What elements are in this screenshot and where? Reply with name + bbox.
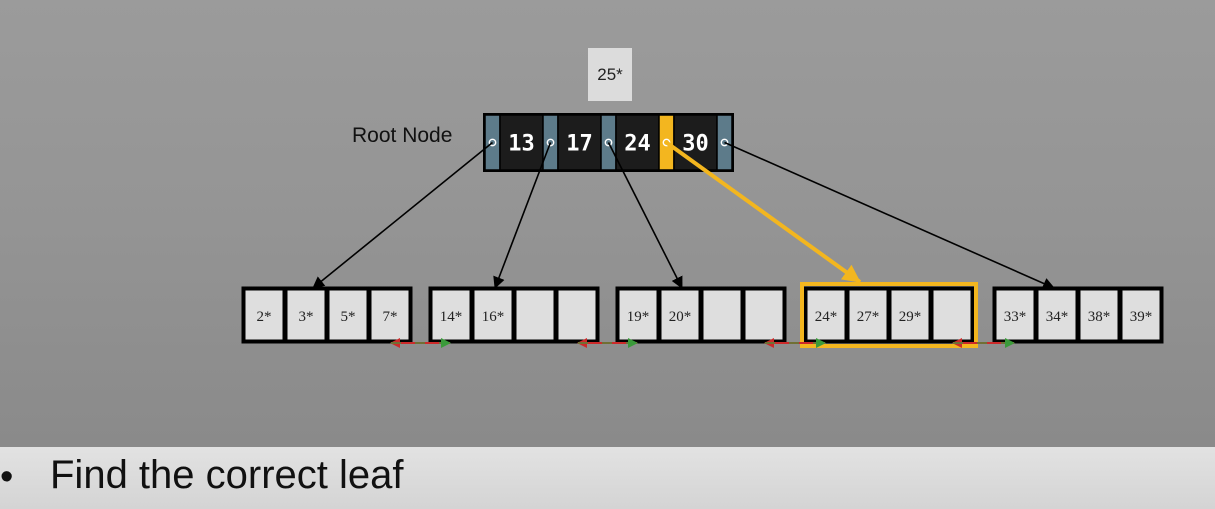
leaf-entry: 14* [440, 309, 463, 325]
leaf-entry-cell [1121, 289, 1161, 341]
pointer-dot-icon [546, 138, 555, 147]
leaf-entry-cell [557, 289, 597, 341]
root-key-cell [673, 114, 718, 171]
leaf-entry-cell [995, 289, 1035, 341]
caption-bar [0, 447, 1215, 509]
leaf-entry: 5* [341, 309, 356, 325]
pointer-dot-icon [720, 138, 729, 147]
leaf-entry: 7* [383, 309, 398, 325]
search-key-box: 25* [588, 48, 632, 101]
pointer-arrow [312, 141, 494, 289]
leaf-entry-cell [744, 289, 784, 341]
leaf-entry-cell [515, 289, 555, 341]
leaf-entry: 33* [1004, 309, 1027, 325]
pointer-dot-icon [604, 138, 613, 147]
leaf-entry: 2* [257, 309, 272, 325]
highlighted-pointer-arrow [665, 140, 862, 284]
leaf-entry-cell [890, 289, 930, 341]
leaf-entry: 19* [627, 309, 650, 325]
leaf-entry-cell [244, 289, 284, 341]
leaf-entry-cell [431, 289, 471, 341]
leaf-entry-cell [702, 289, 742, 341]
leaf-entry: 38* [1088, 309, 1111, 325]
pointer-arrow [607, 142, 683, 289]
pointer-dot-icon [488, 138, 497, 147]
leaf-entry-cell [806, 289, 846, 341]
leaf-entry: 39* [1130, 309, 1153, 325]
root-key-cell [615, 114, 660, 171]
bplus-tree-diagram: 13 17 24 30 2* 3* 5* 7* 14* 16* 19* 20* 24* 27* 29* 33*… [241, 113, 1164, 348]
bullet-icon: • [0, 456, 14, 498]
leaf-entry-cell [618, 289, 658, 341]
leaf-entry: 27* [857, 309, 880, 325]
caption-text: Find the correct leaf [50, 453, 404, 497]
leaf-entry-cell [660, 289, 700, 341]
leaf-entry: 29* [899, 309, 922, 325]
leaf-entry-cell [1037, 289, 1077, 341]
leaf-entry-cell [328, 289, 368, 341]
leaf-entry-cell [1079, 289, 1119, 341]
leaf-entry: 24* [815, 309, 838, 325]
leaf-entry: 16* [482, 309, 505, 325]
leaf-entry-cell [286, 289, 326, 341]
leaf-entry-cell [848, 289, 888, 341]
root-key: 17 [566, 132, 593, 157]
leaf-entry: 34* [1046, 309, 1069, 325]
pointer-arrow [724, 141, 1055, 290]
leaf-entry-cell [370, 289, 410, 341]
root-key: 24 [624, 132, 651, 157]
root-key: 30 [682, 132, 709, 157]
leaf-entry-cell [473, 289, 513, 341]
leaf-entry: 3* [299, 309, 314, 325]
leaf-entry-cell [932, 289, 972, 341]
pointer-arrow [493, 142, 552, 289]
highlighted-leaf-outline [800, 282, 978, 348]
root-node-label: Root Node [352, 124, 453, 147]
root-key: 13 [508, 132, 535, 157]
leaf-entry: 20* [669, 309, 692, 325]
